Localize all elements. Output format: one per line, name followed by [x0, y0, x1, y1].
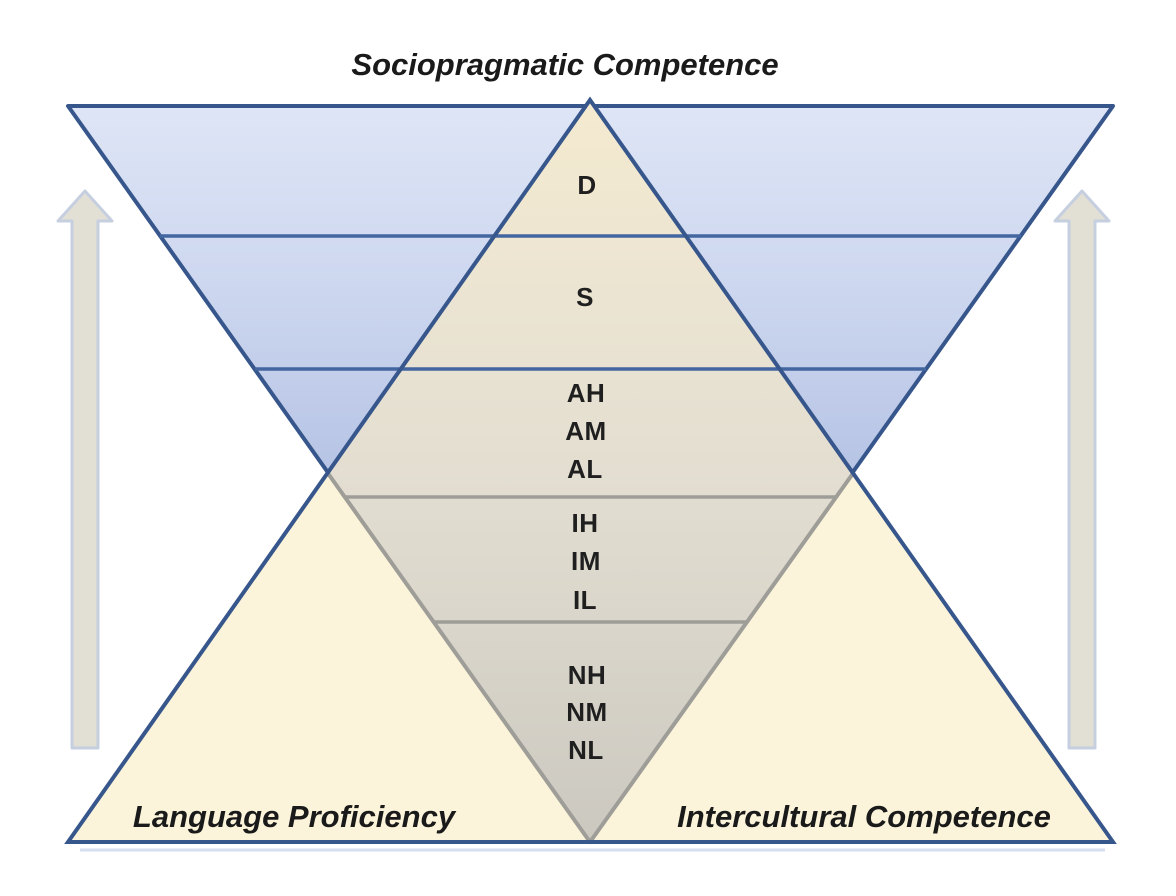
diamond-lower-right-edge [588, 470, 856, 844]
intercultural-competence-label: Intercultural Competence [677, 799, 1051, 834]
diagram-title: Sociopragmatic Competence [351, 47, 778, 82]
left-up-arrow-icon [56, 189, 114, 750]
upright-triangle-outline [64, 96, 1117, 844]
level-label-intermediate-low: IL [573, 585, 597, 615]
level-label-intermediate-mid: IM [571, 546, 601, 576]
diamond-lower-left-edge [325, 470, 592, 844]
right-up-arrow-icon [1053, 189, 1111, 750]
level-label-advanced-high: AH [567, 378, 606, 408]
level-label-distinguished: D [577, 170, 596, 200]
level-label-intermediate-high: IH [572, 508, 599, 538]
level-label-superior: S [576, 282, 594, 312]
level-label-advanced-mid: AM [565, 416, 606, 446]
level-label-novice-low: NL [568, 735, 604, 765]
level-label-novice-high: NH [568, 660, 607, 690]
language-proficiency-label: Language Proficiency [133, 799, 457, 834]
level-label-novice-mid: NM [566, 697, 607, 727]
level-label-advanced-low: AL [567, 454, 603, 484]
